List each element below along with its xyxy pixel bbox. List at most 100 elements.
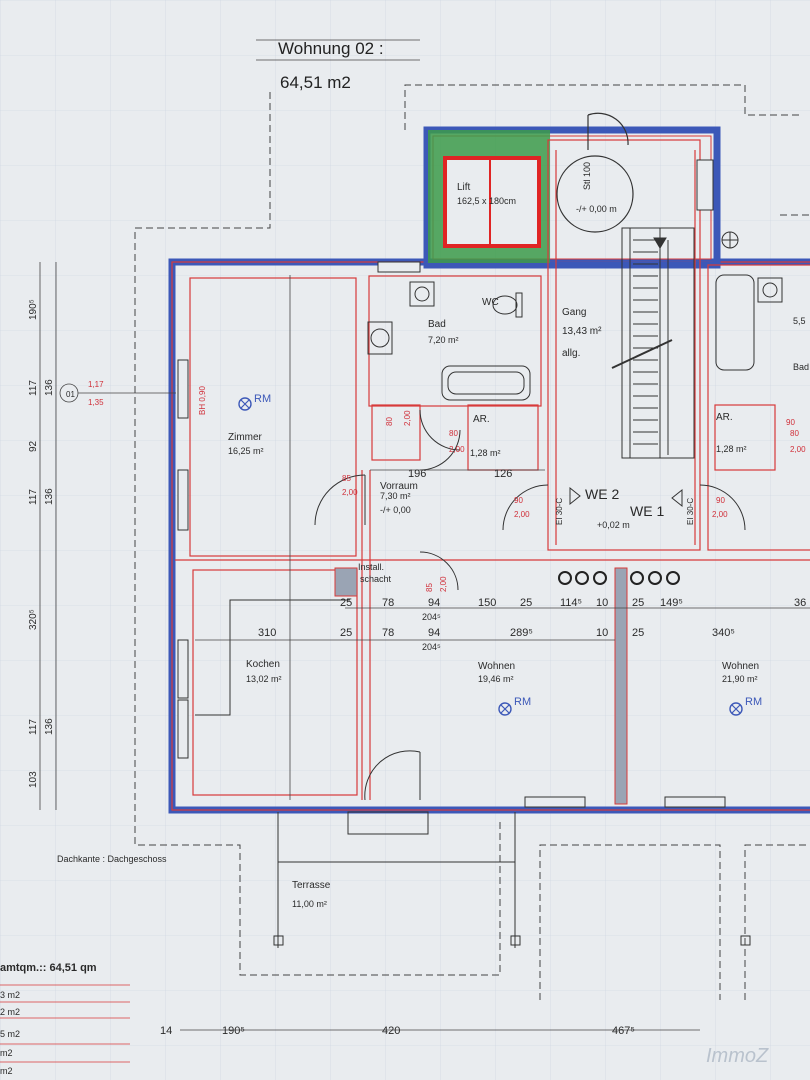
- kochen-area: 13,02 m²: [246, 674, 282, 684]
- door-code-bh: BH 0,90: [198, 386, 207, 415]
- right-edge-room: Bad: [793, 362, 809, 372]
- window-code: 01: [66, 390, 75, 399]
- gang-note: allg.: [562, 348, 580, 359]
- ar2-area: 1,28 m²: [716, 444, 747, 454]
- rm-marker-wohnen1: RM: [498, 696, 531, 716]
- inner-dim-r3-8: 340⁵: [712, 627, 735, 639]
- vorraum-level: -/+ 0,00: [380, 505, 411, 515]
- vorraum-label: Vorraum: [380, 481, 418, 492]
- vorraum-area: 7,30 m²: [380, 491, 411, 501]
- stair-code: Stl 100: [582, 162, 592, 190]
- door-code-9: 90: [716, 496, 725, 505]
- inner-dim-sub-2: 204⁵: [422, 642, 441, 652]
- door-code-1: 85: [342, 474, 351, 483]
- left-inner-dim-3: 136: [44, 718, 55, 735]
- we1-label: WE 1: [630, 503, 664, 519]
- inner-dim-r2-2: 78: [382, 597, 394, 609]
- window-red-1: 1,17: [88, 380, 104, 389]
- we2-arrow: [569, 486, 581, 506]
- door-code-15: 90: [786, 418, 795, 427]
- interior-walls: [175, 139, 810, 800]
- header-title: Wohnung 02 :: [278, 39, 384, 58]
- doors: [314, 409, 746, 801]
- left-dim-3: 92: [28, 440, 39, 452]
- rm-label-wohnen2: RM: [745, 696, 762, 708]
- kochen-label: Kochen: [246, 659, 280, 670]
- inner-dim-r1-2: 126: [494, 468, 512, 480]
- inner-dim-sub-1: 204⁵: [422, 612, 441, 622]
- gang-label: Gang: [562, 307, 586, 318]
- lift-size: 162,5 x 180cm: [457, 196, 516, 206]
- inner-dim-r3-3: 78: [382, 627, 394, 639]
- legend-2: 2 m2: [0, 1007, 20, 1017]
- door-code-11: 85: [425, 583, 434, 592]
- wohnen2-area: 21,90 m²: [722, 674, 758, 684]
- install-shaft: [334, 567, 358, 597]
- legend-5: m2: [0, 1066, 13, 1076]
- rm-marker-wohnen2: RM: [729, 696, 762, 716]
- roof-outline: [134, 84, 810, 1000]
- window-red-2: 1,35: [88, 398, 104, 407]
- inner-dim-r3-4: 94: [428, 627, 440, 639]
- bottom-dim-4: 467⁵: [612, 1025, 635, 1037]
- legend-1: 3 m2: [0, 990, 20, 1000]
- gang-area: 13,43 m²: [562, 326, 602, 337]
- lift-label: Lift: [457, 182, 471, 193]
- left-inner-dim-1: 136: [44, 379, 55, 396]
- stair-level: -/+ 0,00 m: [576, 204, 617, 214]
- rm-marker-zimmer: RM: [238, 393, 271, 411]
- zimmer-area: 16,25 m²: [228, 446, 264, 456]
- door-code-5: 80: [449, 429, 458, 438]
- dachkante-note: Dachkante : Dachgeschoss: [57, 854, 167, 864]
- wohnen1-area: 19,46 m²: [478, 674, 514, 684]
- ar2-label: AR.: [716, 412, 733, 423]
- ar1-area: 1,28 m²: [470, 448, 501, 458]
- inner-dim-r2-9: 149⁵: [660, 597, 683, 609]
- el-label-left: EI 30-C: [555, 498, 564, 525]
- inner-dim-r2-5: 25: [520, 597, 532, 609]
- zimmer-label: Zimmer: [228, 432, 263, 443]
- door-code-14: 2,00: [790, 445, 806, 454]
- inner-dim-r2-1: 25: [340, 597, 352, 609]
- bottom-dim-3: 420: [382, 1025, 400, 1037]
- left-inner-dim-2: 136: [44, 488, 55, 505]
- lift-shaft: [428, 130, 550, 263]
- inner-dim-r2-3: 94: [428, 597, 440, 609]
- legend-lines: [0, 984, 130, 1063]
- header-area: 64,51 m2: [280, 73, 351, 92]
- inner-dim-r3-2: 25: [340, 627, 352, 639]
- bad-label: Bad: [428, 319, 446, 330]
- we-level: +0,02 m: [597, 520, 630, 530]
- watermark: ImmoZ: [706, 1045, 769, 1067]
- legend-4: m2: [0, 1048, 13, 1058]
- door-code-4: 2,00: [403, 410, 412, 426]
- door-code-6: 2,00: [449, 445, 465, 454]
- left-dim-7: 103: [28, 771, 39, 788]
- inner-dim-r3-5: 289⁵: [510, 627, 533, 639]
- inner-dim-r3-7: 25: [632, 627, 644, 639]
- inner-dim-r1-1: 196: [408, 468, 426, 480]
- we2-label: WE 2: [585, 486, 619, 502]
- inner-dim-r2-7: 10: [596, 597, 608, 609]
- left-dim-5: 320⁵: [28, 609, 39, 630]
- ar1-label: AR.: [473, 414, 490, 425]
- terrace: [273, 811, 751, 948]
- door-code-13: 80: [790, 429, 799, 438]
- inner-dim-r2-8: 25: [632, 597, 644, 609]
- left-dim-4: 117: [28, 489, 39, 505]
- left-dim-1: 190⁵: [28, 299, 39, 320]
- we1-arrow: [671, 488, 683, 508]
- left-dim-2: 117: [28, 380, 39, 396]
- hob-burners: [558, 571, 680, 585]
- install-label-1: Install.: [358, 562, 384, 572]
- inner-dim-r3-1: 310: [258, 627, 276, 639]
- el-label-right: EI 30-C: [686, 498, 695, 525]
- bad-area: 7,20 m²: [428, 335, 459, 345]
- inner-dim-r3-6: 10: [596, 627, 608, 639]
- legend-3: 5 m2: [0, 1029, 20, 1039]
- partition-wall: [614, 567, 628, 805]
- bottom-dim-1: 14: [160, 1025, 172, 1037]
- inner-dim-r2-6: 114⁵: [560, 597, 582, 609]
- rm-label-zimmer: RM: [254, 393, 271, 405]
